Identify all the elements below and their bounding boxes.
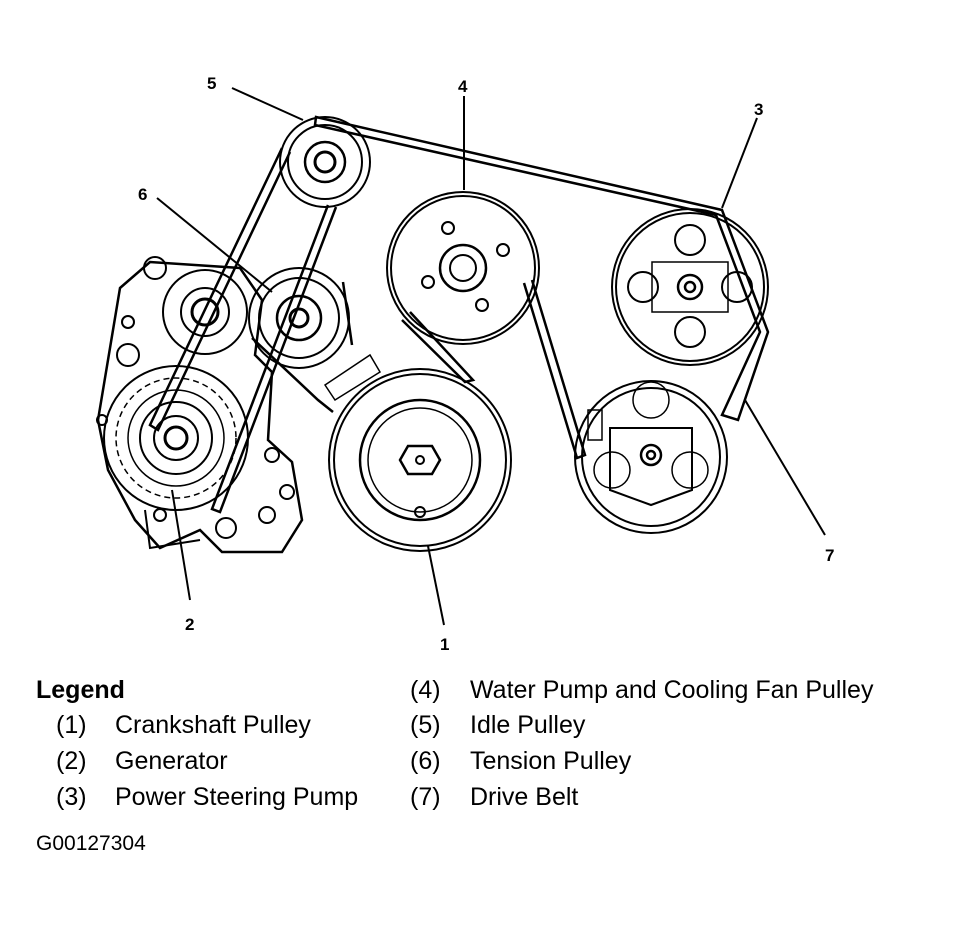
drive-belt-diagram: 5 4 3 6 7 2 1 — [96, 74, 834, 654]
callout-6: 6 — [138, 185, 147, 204]
legend-item-number: (6) — [410, 747, 441, 775]
power-steering-pump — [611, 208, 769, 366]
legend-item-label: Tension Pulley — [470, 747, 632, 775]
legend-item-number: (2) — [56, 747, 87, 775]
drive-belt — [148, 115, 770, 514]
callout-3: 3 — [754, 100, 763, 119]
crankshaft-pulley — [323, 353, 512, 552]
callout-5: 5 — [207, 74, 216, 93]
legend-item-label: Power Steering Pump — [115, 783, 359, 811]
callout-4: 4 — [458, 77, 468, 96]
legend-item-number: (5) — [410, 711, 441, 739]
legend-item-number: (4) — [410, 676, 441, 704]
legend-item-label: Drive Belt — [470, 783, 579, 811]
legend-item-label: Crankshaft Pulley — [115, 711, 311, 739]
legend-item-number: (3) — [56, 783, 87, 811]
legend-item-number: (7) — [410, 783, 441, 811]
generator — [96, 256, 304, 554]
water-pump-pulley — [386, 191, 540, 345]
legend-title: Legend — [36, 676, 125, 704]
legend-item-number: (1) — [56, 711, 87, 739]
idle-pulley — [279, 116, 371, 208]
callout-7: 7 — [825, 546, 834, 565]
callout-2: 2 — [185, 615, 194, 634]
ac-compressor — [574, 380, 728, 534]
figure-id: G00127304 — [36, 832, 146, 855]
legend-item-label: Generator — [115, 747, 228, 775]
legend-item-label: Idle Pulley — [470, 711, 586, 739]
leader-lines — [156, 87, 826, 626]
callout-1: 1 — [440, 635, 449, 654]
legend-item-label: Water Pump and Cooling Fan Pulley — [470, 676, 874, 704]
